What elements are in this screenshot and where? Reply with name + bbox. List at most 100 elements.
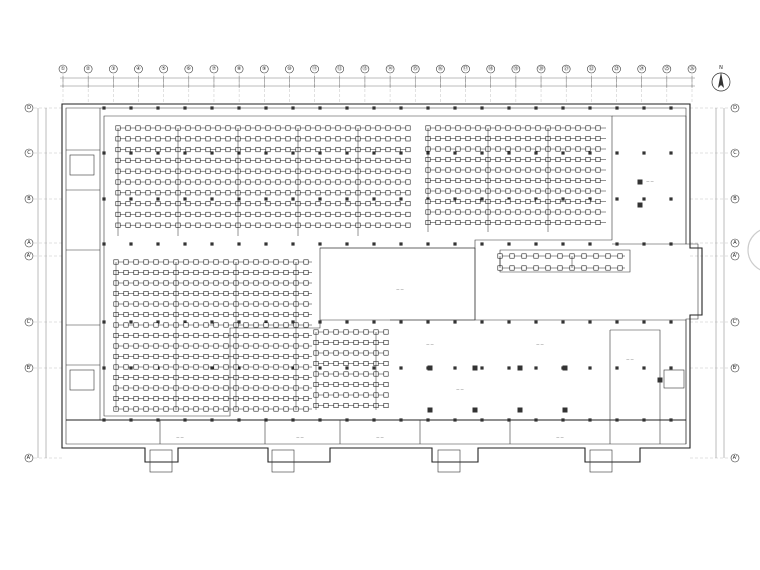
light-fixture <box>365 201 371 207</box>
column-marker <box>562 407 568 413</box>
light-fixture <box>135 168 141 174</box>
light-fixture <box>305 222 311 228</box>
column-grid-bubble: ⑮ <box>410 64 420 74</box>
light-fixture <box>303 385 309 391</box>
light-fixture <box>205 136 211 142</box>
light-fixture <box>405 157 411 163</box>
light-fixture <box>185 125 191 131</box>
light-fixture <box>195 211 201 217</box>
column-marker <box>291 151 295 155</box>
light-fixture <box>305 179 311 185</box>
light-fixture <box>163 322 169 328</box>
column-marker <box>507 320 511 324</box>
light-fixture <box>595 178 601 183</box>
light-fixture <box>353 329 359 335</box>
light-fixture <box>255 190 261 196</box>
light-fixture <box>515 157 521 162</box>
light-fixture <box>205 211 211 217</box>
light-fixture <box>343 371 349 377</box>
light-fixture <box>521 265 527 271</box>
light-fixture <box>385 222 391 228</box>
light-fixture <box>153 259 159 265</box>
light-fixture <box>585 146 591 152</box>
light-fixture <box>315 179 321 185</box>
light-fixture <box>213 333 219 338</box>
light-fixture <box>133 396 139 401</box>
light-fixture <box>183 354 189 359</box>
light-fixture <box>585 188 591 194</box>
column-marker <box>480 197 484 201</box>
light-fixture <box>303 396 309 401</box>
light-fixture <box>283 396 289 401</box>
light-fixture <box>253 343 259 349</box>
light-fixture <box>125 168 131 174</box>
light-fixture <box>535 157 541 162</box>
light-fixture <box>195 201 201 207</box>
column-marker <box>615 151 619 155</box>
light-fixture <box>223 259 229 265</box>
light-fixture <box>375 222 381 228</box>
light-fixture <box>405 179 411 185</box>
light-fixture <box>193 280 199 286</box>
light-fixture <box>203 385 209 391</box>
light-fixture <box>385 168 391 174</box>
row-grid-bubble: A <box>730 238 740 248</box>
light-fixture <box>133 385 139 391</box>
building-walls <box>61 103 703 473</box>
column-marker <box>480 242 484 246</box>
column-marker <box>534 418 538 422</box>
light-fixture <box>325 147 331 153</box>
light-fixture <box>595 157 601 162</box>
light-fixture <box>435 178 441 183</box>
light-fixture <box>363 361 369 366</box>
light-fixture <box>193 396 199 401</box>
light-fixture <box>225 179 231 185</box>
light-fixture <box>183 364 189 370</box>
light-fixture <box>385 147 391 153</box>
light-fixture <box>243 312 249 317</box>
light-fixture <box>323 361 329 366</box>
column-marker <box>507 151 511 155</box>
column-marker <box>183 242 187 246</box>
light-fixture <box>143 280 149 286</box>
column-marker <box>480 106 484 110</box>
column-marker <box>517 407 523 413</box>
column-marker <box>372 320 376 324</box>
light-fixture <box>223 270 229 275</box>
light-fixture <box>515 146 521 152</box>
light-fixture <box>255 201 261 207</box>
light-fixture <box>195 147 201 153</box>
column-marker <box>588 418 592 422</box>
light-fixture <box>253 291 259 296</box>
light-fixture <box>163 354 169 359</box>
light-fixture <box>575 125 581 131</box>
svg-text:— —: — — <box>296 435 304 439</box>
light-fixture <box>183 333 189 338</box>
light-fixture <box>165 125 171 131</box>
light-fixture <box>305 201 311 207</box>
light-fixture <box>255 147 261 153</box>
light-fixture <box>153 396 159 401</box>
light-fixture <box>335 157 341 163</box>
light-fixture <box>595 125 601 131</box>
column-grid-bubble: ⑲ <box>511 64 521 74</box>
light-fixture <box>581 265 587 271</box>
column-marker <box>399 418 403 422</box>
light-fixture <box>585 178 591 183</box>
light-fixture <box>325 157 331 163</box>
light-fixture <box>213 322 219 328</box>
light-fixture <box>153 333 159 338</box>
light-fixture <box>515 188 521 194</box>
light-fixture <box>185 157 191 163</box>
light-fixture <box>183 301 189 307</box>
column-marker <box>318 197 322 201</box>
column-grid-label: ① <box>61 66 66 72</box>
light-fixture <box>165 222 171 228</box>
column-marker <box>291 242 295 246</box>
light-fixture <box>245 190 251 196</box>
column-marker <box>156 320 160 324</box>
light-fixture <box>555 167 561 173</box>
column-marker <box>102 106 106 110</box>
light-fixture <box>205 222 211 228</box>
light-fixture <box>273 322 279 328</box>
